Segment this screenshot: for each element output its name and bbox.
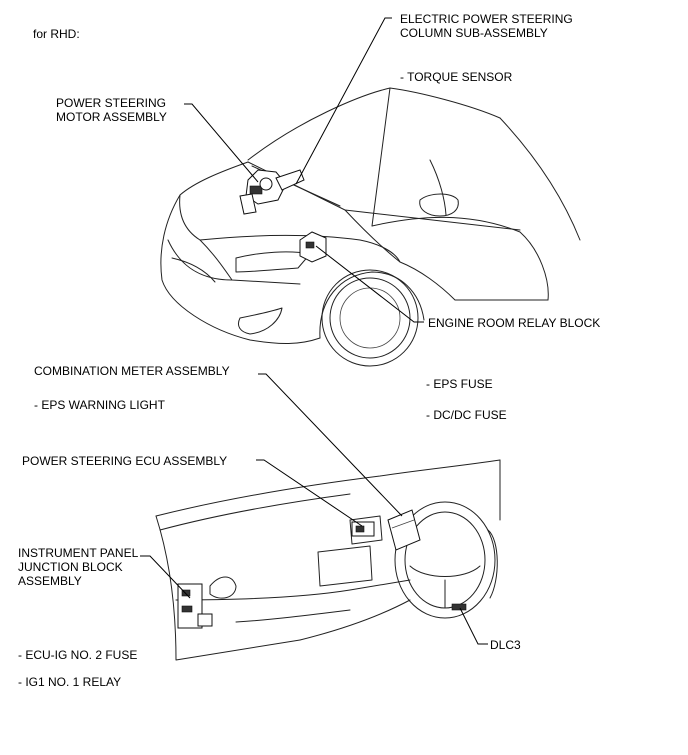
- eps-column-part: [239, 169, 305, 215]
- eps-fuse-label: - EPS FUSE: [426, 377, 493, 391]
- leader-lines: [140, 17, 488, 645]
- dlc3-part: [451, 603, 467, 611]
- ps-motor-label-line-2: MOTOR ASSEMBLY: [56, 110, 167, 124]
- ip-junction-block-part: [177, 583, 213, 629]
- eps-column-label-line-1: ELECTRIC POWER STEERING: [400, 12, 573, 26]
- ps-ecu-part: [351, 521, 375, 537]
- vehicle-front-illustration: [160, 87, 581, 367]
- combination-meter-label: COMBINATION METER ASSEMBLY: [34, 364, 230, 378]
- torque-sensor-label: - TORQUE SENSOR: [400, 70, 513, 84]
- dlc3-label: DLC3: [490, 638, 521, 652]
- ps-motor-label-line-1: POWER STEERING: [56, 96, 167, 110]
- ip-junction-label: INSTRUMENT PANEL JUNCTION BLOCK ASSEMBLY: [18, 546, 138, 588]
- eps-warning-light-label: - EPS WARNING LIGHT: [34, 398, 165, 412]
- ip-junction-label-line-3: ASSEMBLY: [18, 574, 82, 588]
- engine-room-relay-label: ENGINE ROOM RELAY BLOCK: [428, 316, 601, 330]
- ip-junction-label-line-1: INSTRUMENT PANEL: [18, 546, 139, 560]
- combination-meter-part: [387, 509, 421, 551]
- ip-junction-label-line-2: JUNCTION BLOCK: [18, 560, 123, 574]
- eps-column-label: ELECTRIC POWER STEERING COLUMN SUB-ASSEM…: [400, 12, 573, 40]
- ig1-relay-label: - IG1 NO. 1 RELAY: [18, 675, 122, 689]
- steering-wheel-part: [394, 501, 498, 619]
- dcdc-fuse-label: - DC/DC FUSE: [426, 408, 507, 422]
- eps-column-label-line-2: COLUMN SUB-ASSEMBLY: [400, 26, 548, 40]
- ecu-ig-fuse-label: - ECU-IG NO. 2 FUSE: [18, 648, 138, 662]
- ps-motor-label: POWER STEERING MOTOR ASSEMBLY: [56, 96, 167, 124]
- engine-room-relay-part: [299, 231, 327, 263]
- variant-label: for RHD:: [33, 27, 80, 41]
- instrument-panel-illustration: [155, 459, 501, 661]
- ps-ecu-label: POWER STEERING ECU ASSEMBLY: [22, 454, 228, 468]
